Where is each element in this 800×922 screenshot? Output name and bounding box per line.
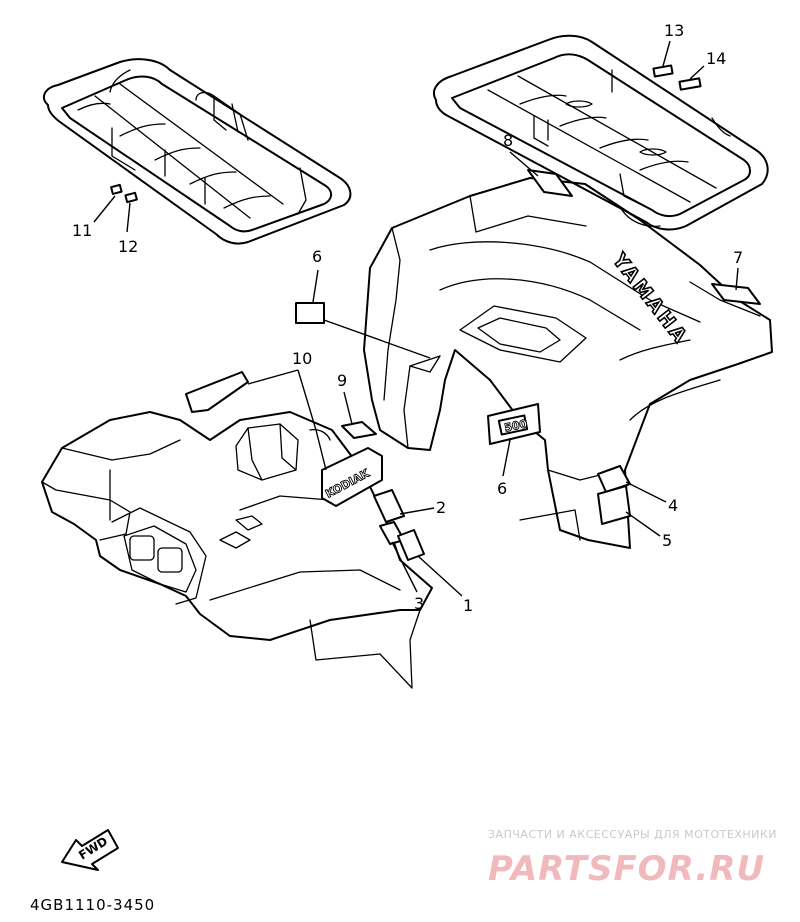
decal-13 (652, 64, 674, 78)
callout-10: 10 (292, 349, 312, 368)
callout-1: 1 (463, 596, 473, 615)
leader-3 (391, 541, 418, 593)
callout-3: 3 (414, 594, 424, 613)
callout-13: 13 (664, 21, 684, 40)
leader-12 (126, 202, 131, 233)
callout-11: 11 (72, 221, 92, 240)
leader-2 (399, 507, 435, 515)
decal-6-upper (295, 302, 325, 324)
callout-2: 2 (436, 498, 446, 517)
decal-1 (397, 529, 425, 561)
leader-8 (509, 151, 539, 177)
callout-6-upper: 6 (312, 247, 322, 266)
callout-12: 12 (118, 237, 138, 256)
callout-5: 5 (662, 531, 672, 550)
callout-14: 14 (706, 49, 726, 68)
watermark-subtitle: ЗАПЧАСТИ И АКСЕССУАРЫ ДЛЯ МОТОТЕХНИКИ (488, 828, 777, 841)
leader-9 (343, 391, 353, 425)
rear-carrier-rack (433, 34, 769, 231)
leader-14 (689, 65, 705, 80)
decal-12 (124, 191, 138, 204)
leader-5 (625, 511, 661, 537)
leader-10b (247, 369, 299, 385)
leader-11 (93, 195, 116, 223)
watermark-title: PARTSFOR.RU (488, 849, 765, 889)
leader-6b (502, 439, 511, 477)
decal-11 (110, 183, 123, 195)
decal-2 (373, 489, 405, 523)
plate-model-text: 500 (503, 417, 529, 435)
decal-10-loose (185, 371, 249, 413)
front-fender-body (41, 411, 433, 689)
leader-6a-b (323, 319, 431, 359)
leader-10a (297, 369, 327, 471)
leader-13 (662, 40, 671, 67)
decal-10-emblem: KODIAK (321, 447, 383, 507)
callout-6-lower: 6 (497, 479, 507, 498)
fwd-direction-arrow: FWD (61, 829, 119, 871)
decal-9 (341, 421, 377, 439)
callout-7: 7 (733, 248, 743, 267)
leader-6a (312, 269, 319, 303)
decal-6-lower-plate: 500 (487, 403, 541, 445)
decal-5 (597, 485, 631, 525)
rear-fender (363, 177, 773, 549)
fender-brand-text: YAMAHA (607, 249, 692, 349)
decal-8 (527, 169, 573, 197)
decal-14 (678, 77, 702, 91)
leader-4 (625, 481, 667, 503)
leader-1 (417, 555, 463, 597)
front-carrier-rack (42, 58, 352, 245)
diagram-code: 4GB1110-3450 (30, 896, 155, 914)
callout-8: 8 (503, 131, 513, 150)
callout-9: 9 (337, 371, 347, 390)
callout-4: 4 (668, 496, 678, 515)
leader-7 (735, 267, 739, 291)
